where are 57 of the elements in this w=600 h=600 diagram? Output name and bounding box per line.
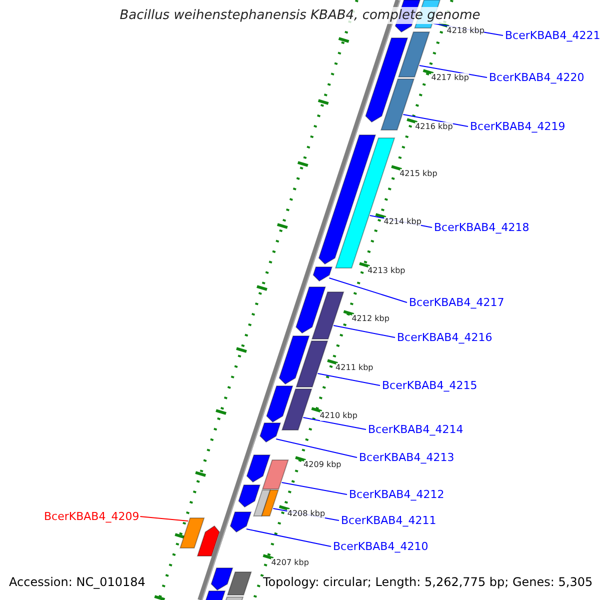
gene-label: BcerKBAB4_4214 — [368, 423, 464, 436]
gene-block — [311, 292, 344, 340]
scale-label: 4213 kbp — [368, 266, 406, 276]
leader-line — [281, 482, 348, 495]
gene-block — [203, 590, 226, 600]
leader-line — [302, 417, 366, 430]
scale-label: 4210 kbp — [320, 411, 358, 421]
gene-label: BcerKBAB4_4215 — [382, 379, 478, 392]
gene-pointed-block — [365, 38, 408, 123]
gene-pointed-block — [278, 336, 310, 385]
gene-label: BcerKBAB4_4218 — [434, 221, 530, 234]
gene-block — [226, 572, 252, 596]
leader-line — [333, 325, 396, 338]
gene-pointed-block — [230, 512, 252, 533]
gene-label: BcerKBAB4_4220 — [489, 71, 584, 84]
scale-label: 4218 kbp — [446, 26, 484, 36]
scale-label: 4214 kbp — [384, 217, 422, 227]
gene-pointed-block — [312, 266, 333, 282]
gene-block — [180, 518, 205, 548]
gene-block — [261, 490, 279, 516]
gene-pointed-block — [238, 484, 261, 508]
leader-line — [276, 438, 358, 458]
scale-label: 4211 kbp — [336, 363, 374, 373]
gene-pointed-block — [260, 422, 282, 443]
gene-block — [262, 460, 289, 490]
gene-block — [281, 388, 312, 430]
accession-text: Accession: NC_010184 — [9, 576, 146, 589]
scale-label: 4216 kbp — [415, 122, 453, 132]
scale-label: 4217 kbp — [431, 73, 469, 83]
gene-block — [296, 340, 328, 388]
gene-label: BcerKBAB4_4216 — [397, 331, 492, 344]
leader-line — [140, 516, 189, 522]
scale-label: 4208 kbp — [287, 509, 326, 519]
gene-pointed-block — [246, 454, 271, 483]
scale-label: 4212 kbp — [352, 314, 390, 324]
leader-line — [328, 278, 408, 303]
gene-pointed-block — [296, 286, 326, 334]
gene-pointed-block — [196, 525, 220, 556]
title: Bacillus weihenstephanensis KBAB4, complete genome — [118, 7, 482, 24]
leader-line — [402, 114, 468, 127]
gene-label: BcerKBAB4_4209 — [44, 510, 140, 523]
leader-line — [246, 528, 332, 547]
leader-line — [317, 373, 380, 386]
gene-block — [380, 78, 415, 130]
genome-stats-text: Topology: circular; Length: 5,262,775 bp; Genes: 5,305 — [263, 576, 593, 589]
gene-label: BcerKBAB4_4219 — [470, 120, 566, 133]
gene-label: BcerKBAB4_4221 — [505, 29, 600, 42]
scale-label: 4209 kbp — [304, 460, 342, 470]
gene-pointed-block — [318, 134, 376, 265]
gene-label: BcerKBAB4_4211 — [341, 514, 436, 527]
gene-label: BcerKBAB4_4213 — [359, 451, 454, 464]
gene-label: BcerKBAB4_4212 — [349, 488, 444, 501]
gene-label: BcerKBAB4_4210 — [333, 540, 428, 553]
gene-block — [398, 32, 430, 78]
gene-label: BcerKBAB4_4217 — [409, 296, 504, 309]
leader-line — [418, 65, 488, 78]
scale-label: 4207 kbp — [271, 558, 309, 568]
